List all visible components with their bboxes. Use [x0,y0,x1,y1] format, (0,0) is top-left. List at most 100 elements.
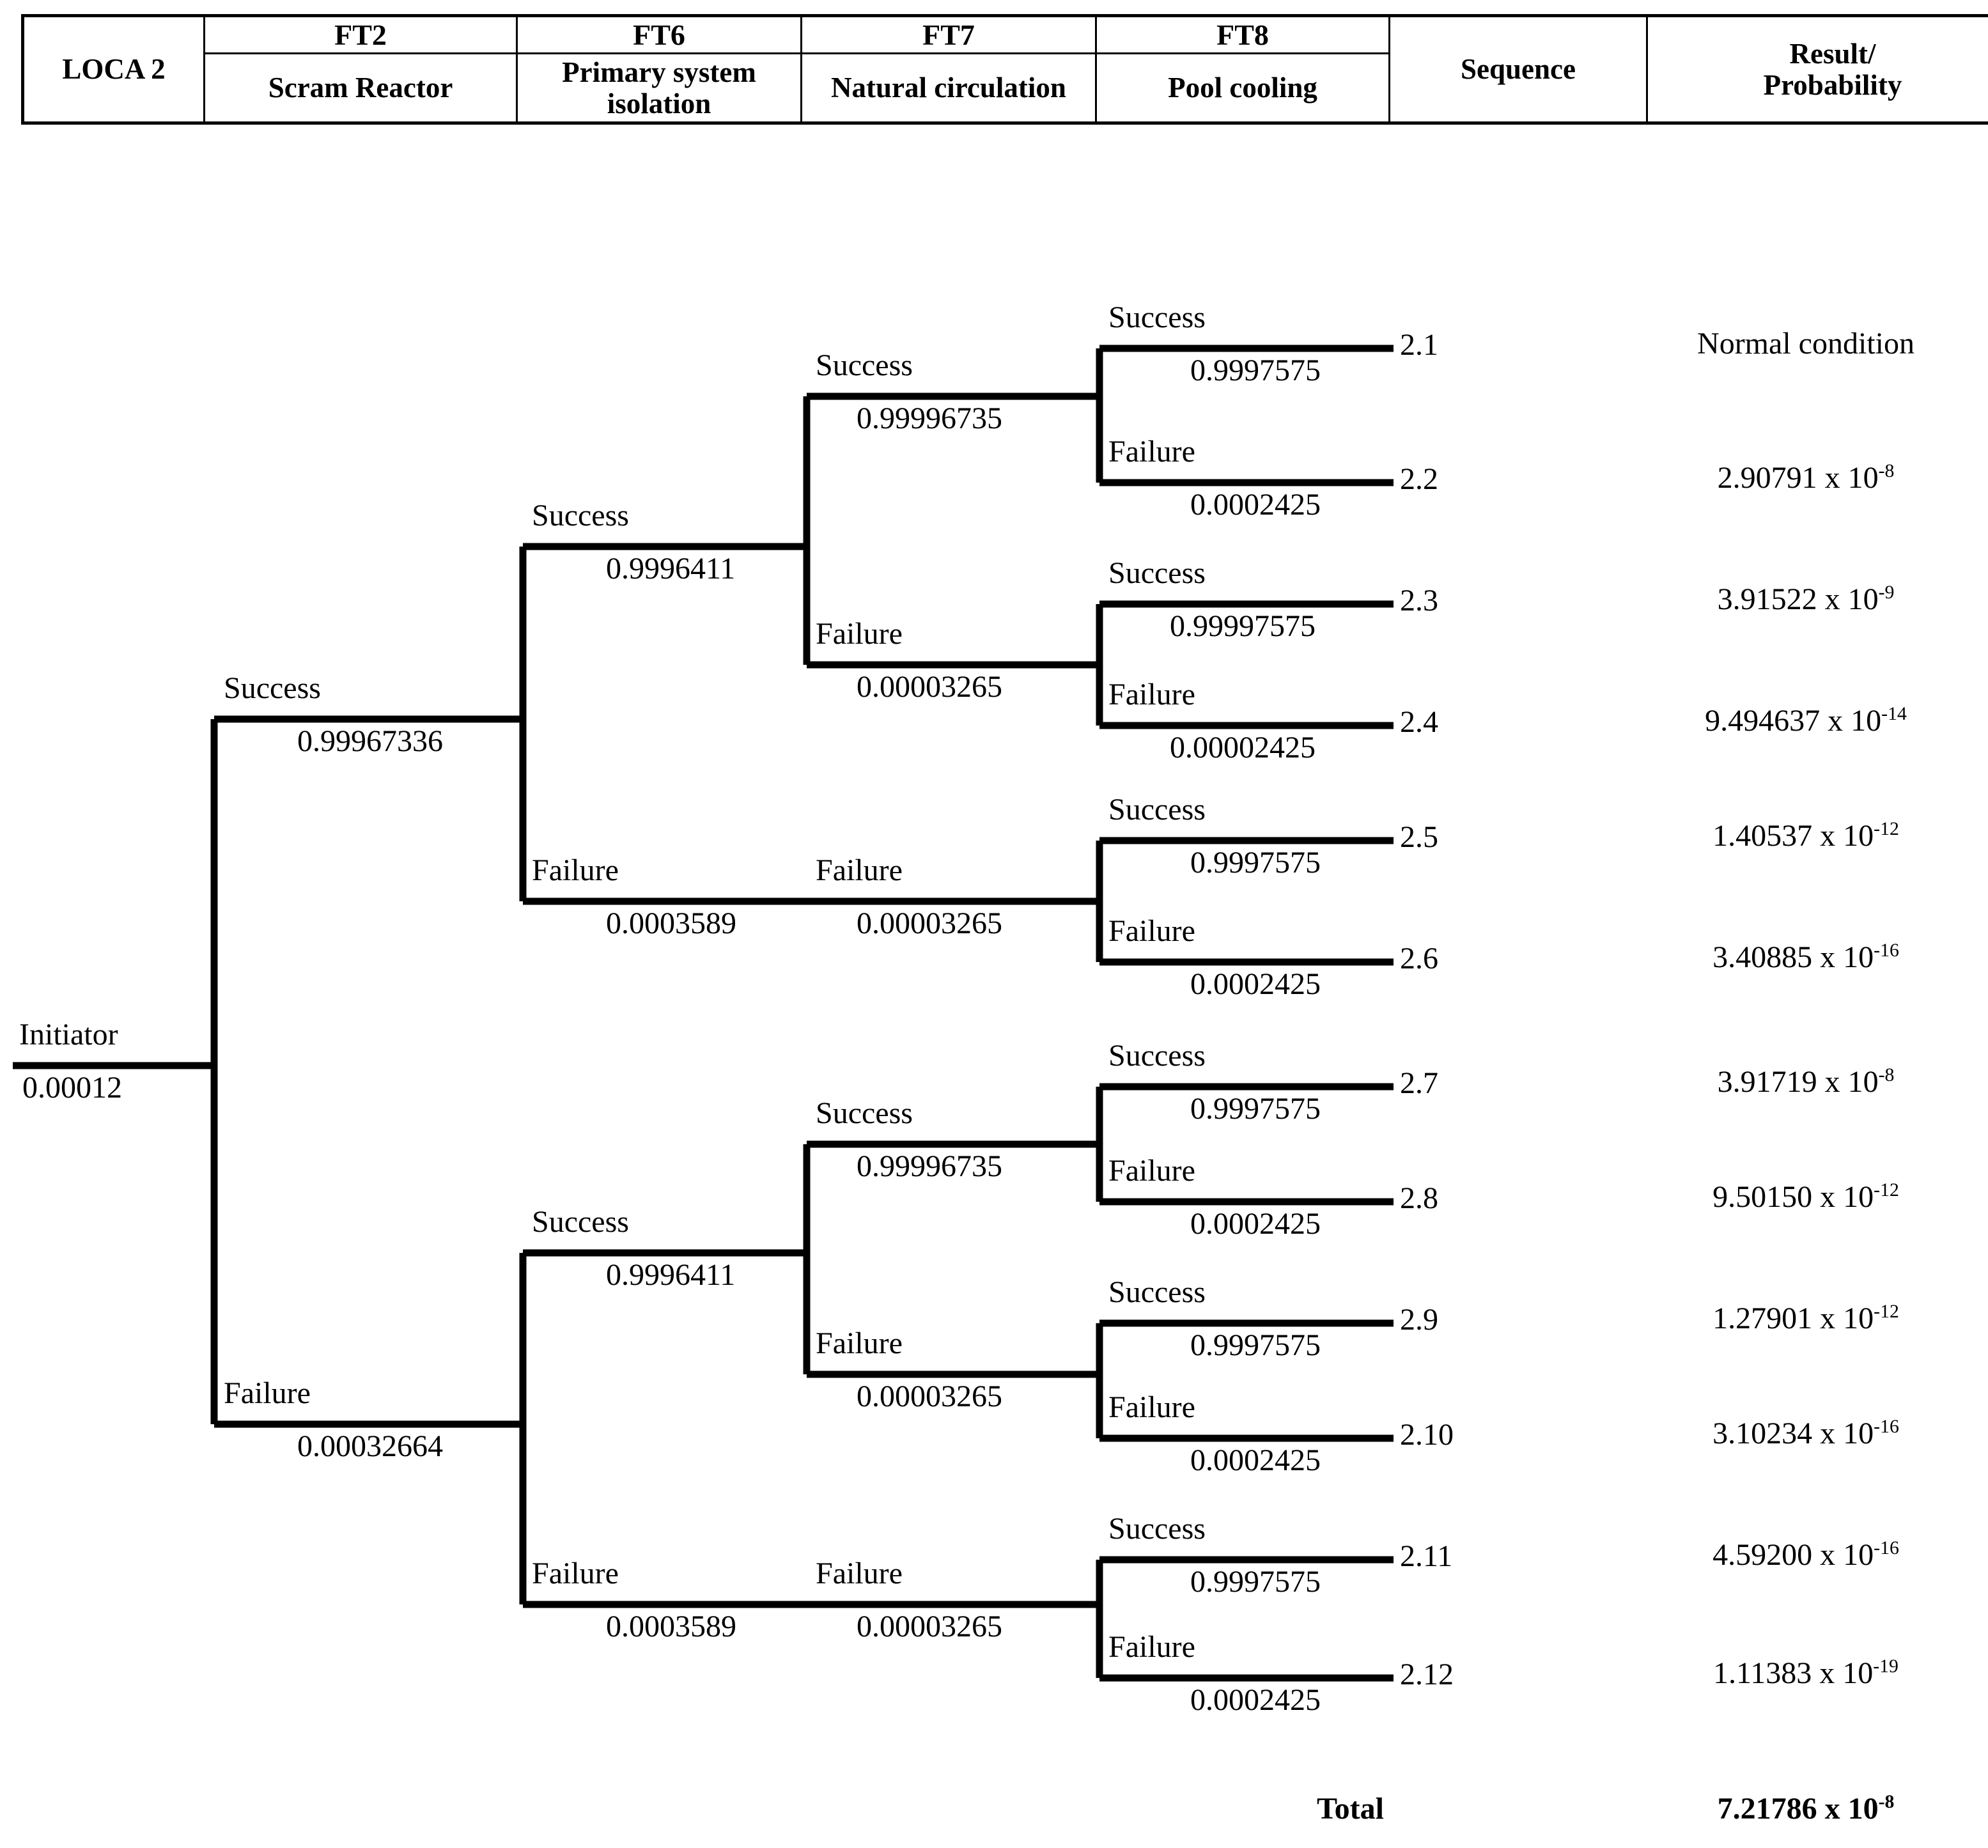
ft7-ff-failure-probability: 0.00003265 [857,1610,1002,1643]
result-mantissa-2-8: 9.50150 x 10 [1712,1180,1874,1214]
result-exponent-2-5: -12 [1874,818,1899,839]
result-exponent-2-3: -9 [1878,582,1895,603]
ft8-2-failure-label: Failure [1108,678,1195,711]
ft8-6-failure-probability: 0.0002425 [1190,1683,1321,1717]
result-mantissa-2-12: 1.11383 x 10 [1713,1656,1874,1690]
sequence-id-2-2: 2.2 [1400,462,1438,496]
header-result-line1: Result/ [1789,37,1876,70]
result-mantissa-2-7: 3.91719 x 10 [1717,1065,1879,1099]
result-exponent-2-11: -16 [1874,1537,1899,1558]
initiator-label: Initiator [19,1018,118,1052]
result-2-12: 1.11383 x 10-19 [1627,1656,1985,1691]
header-ft6-name: Primary system isolation [516,52,802,124]
result-mantissa-2-11: 4.59200 x 10 [1712,1538,1874,1572]
sequence-id-2-12: 2.12 [1400,1658,1454,1691]
ft2-failure-probability: 0.00032664 [297,1429,443,1463]
ft7-ss-failure-probability: 0.00003265 [857,670,1002,704]
ft8-2-success-probability: 0.99997575 [1170,609,1316,643]
result-2-4: 9.494637 x 10-14 [1627,703,1985,738]
ft7-ss-success-probability: 0.99996735 [857,401,1002,435]
result-2-3: 3.91522 x 10-9 [1627,582,1985,617]
result-exponent-2-2: -8 [1878,460,1895,481]
initiator-probability: 0.00012 [22,1071,122,1105]
result-2-11: 4.59200 x 10-16 [1627,1537,1985,1572]
ft8-6-success-probability: 0.9997575 [1190,1565,1321,1599]
ft6-lower-failure-label: Failure [532,1557,619,1590]
header-ft8-code: FT8 [1095,14,1390,55]
ft6-upper-failure-probability: 0.0003589 [606,906,736,940]
ft8-2-failure-probability: 0.00002425 [1170,731,1316,765]
result-exponent-2-8: -12 [1874,1179,1899,1200]
ft8-6-failure-label: Failure [1108,1630,1195,1664]
event-tree-header-table: LOCA 2 FT2 FT6 FT7 FT8 Sequence Result/ … [21,14,1988,125]
sequence-id-2-5: 2.5 [1400,820,1438,854]
result-mantissa-2-1: Normal condition [1697,327,1914,361]
ft7-fs-failure-probability: 0.00003265 [857,1379,1002,1413]
result-2-1: Normal condition [1627,326,1985,361]
ft8-4-failure-label: Failure [1108,1154,1195,1188]
ft8-3-success-label: Success [1108,793,1206,827]
ft8-5-failure-probability: 0.0002425 [1190,1443,1321,1477]
ft6-lower-success-label: Success [532,1205,629,1239]
ft6-lower-failure-probability: 0.0003589 [606,1610,736,1643]
result-exponent-2-12: -19 [1873,1656,1899,1677]
header-sequence-cell: Sequence [1388,15,1648,124]
result-exponent-2-9: -12 [1874,1301,1899,1322]
ft2-failure-label: Failure [224,1376,311,1410]
result-exponent-2-7: -8 [1878,1064,1895,1085]
result-2-8: 9.50150 x 10-12 [1627,1179,1985,1215]
sequence-id-2-4: 2.4 [1400,705,1438,739]
ft8-5-success-probability: 0.9997575 [1190,1328,1321,1362]
sequence-id-2-6: 2.6 [1400,942,1438,975]
ft6-upper-success-probability: 0.9996411 [606,552,736,586]
sequence-id-2-8: 2.8 [1400,1181,1438,1215]
ft8-3-success-probability: 0.9997575 [1190,846,1321,880]
ft8-5-success-label: Success [1108,1275,1206,1309]
ft7-sf-failure-label: Failure [816,853,903,887]
header-result-cell: Result/ Probability [1646,15,1988,124]
result-2-5: 1.40537 x 10-12 [1627,818,1985,853]
ft8-1-failure-label: Failure [1108,435,1195,469]
total-label: Total [1317,1792,1384,1826]
ft7-ss-success-label: Success [816,348,913,382]
ft2-success-label: Success [224,671,321,705]
ft6-upper-success-label: Success [532,499,629,532]
total-mantissa: 7.21786 x 10 [1717,1792,1879,1826]
ft6-upper-failure-label: Failure [532,853,619,887]
header-ft2-code: FT2 [203,14,518,55]
ft7-fs-success-probability: 0.99996735 [857,1149,1002,1183]
result-mantissa-2-6: 3.40885 x 10 [1712,940,1874,974]
result-mantissa-2-3: 3.91522 x 10 [1717,582,1879,616]
header-ft2-name: Scram Reactor [203,52,518,124]
result-2-10: 3.10234 x 10-16 [1627,1416,1985,1451]
header-loca-cell: LOCA 2 [22,15,205,124]
header-ft6-code: FT6 [516,14,802,55]
ft8-4-failure-probability: 0.0002425 [1190,1207,1321,1241]
ft7-fs-success-label: Success [816,1096,913,1130]
sequence-id-2-10: 2.10 [1400,1418,1454,1452]
sequence-id-2-7: 2.7 [1400,1066,1438,1100]
result-2-9: 1.27901 x 10-12 [1627,1301,1985,1336]
ft6-lower-success-probability: 0.9996411 [606,1258,736,1292]
ft7-fs-failure-label: Failure [816,1326,903,1360]
ft8-2-success-label: Success [1108,556,1206,590]
header-ft7-name: Natural circulation [800,52,1097,124]
header-ft8-name: Pool cooling [1095,52,1390,124]
sequence-id-2-1: 2.1 [1400,328,1438,362]
sequence-id-2-11: 2.11 [1400,1539,1453,1573]
ft8-6-success-label: Success [1108,1512,1206,1546]
ft8-5-failure-label: Failure [1108,1390,1195,1424]
ft8-4-success-probability: 0.9997575 [1190,1092,1321,1126]
ft8-1-failure-probability: 0.0002425 [1190,488,1321,522]
result-mantissa-2-4: 9.494637 x 10 [1705,704,1882,738]
ft8-3-failure-label: Failure [1108,914,1195,948]
result-exponent-2-10: -16 [1874,1416,1899,1437]
result-mantissa-2-5: 1.40537 x 10 [1712,819,1874,853]
result-exponent-2-4: -14 [1881,703,1907,724]
ft8-3-failure-probability: 0.0002425 [1190,967,1321,1001]
result-exponent-2-6: -16 [1874,940,1899,961]
result-2-2: 2.90791 x 10-8 [1627,460,1985,495]
ft7-ff-failure-label: Failure [816,1557,903,1590]
